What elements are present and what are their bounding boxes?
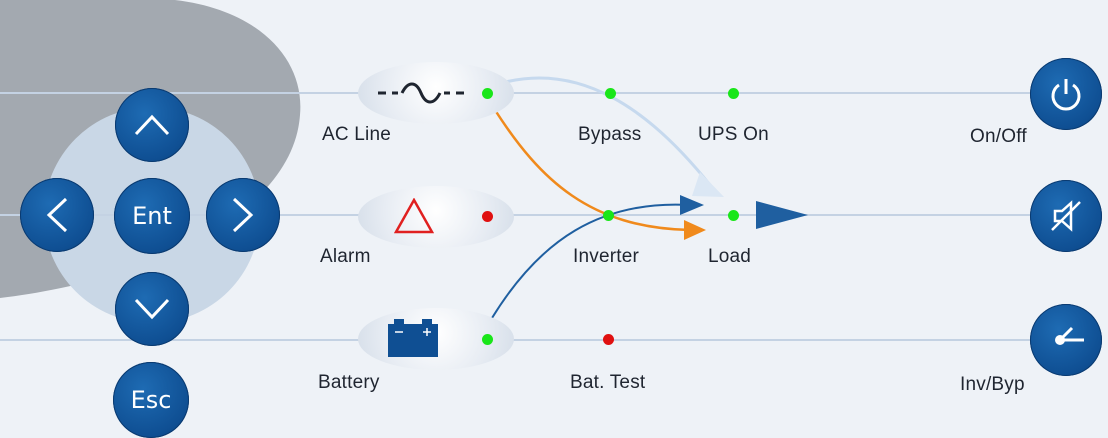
mute-button[interactable]: [1030, 180, 1102, 252]
battery-led: [482, 334, 493, 345]
escape-button-label: Esc: [130, 386, 172, 414]
bypass-led: [605, 88, 616, 99]
down-button[interactable]: [115, 272, 189, 346]
load-output-arrowhead: [756, 201, 808, 229]
load-label: Load: [708, 246, 752, 267]
ups-on-led: [728, 88, 739, 99]
enter-button[interactable]: Ent: [114, 178, 190, 254]
bypass-flow-arrowhead: [692, 172, 724, 197]
up-button[interactable]: [115, 88, 189, 162]
inv-byp-button[interactable]: [1030, 304, 1102, 376]
bat-test-label: Bat. Test: [570, 372, 646, 393]
on-off-button[interactable]: [1030, 58, 1102, 130]
enter-button-label: Ent: [132, 202, 172, 230]
ac-line-label: AC Line: [322, 124, 391, 145]
ac-sine-icon: [378, 82, 464, 104]
battery-flow-curve: [491, 203, 691, 319]
battery-icon: [388, 319, 438, 357]
inverter-label: Inverter: [573, 246, 640, 267]
escape-button[interactable]: Esc: [113, 362, 189, 438]
ups-on-label: UPS On: [698, 124, 769, 145]
on-off-label: On/Off: [970, 126, 1027, 147]
alarm-label: Alarm: [320, 246, 371, 267]
battery-flow-arrowhead: [680, 195, 704, 215]
alarm-led: [482, 211, 493, 222]
power-icon: [1051, 79, 1081, 111]
mains-flow-curve: [493, 109, 691, 232]
left-button[interactable]: [20, 178, 94, 252]
chevron-up-icon: [134, 114, 170, 136]
battery-label: Battery: [318, 372, 380, 393]
inverter-led: [603, 210, 614, 221]
load-led: [728, 210, 739, 221]
ac-line-indicator: [358, 62, 514, 124]
bypass-label: Bypass: [578, 124, 642, 145]
speaker-mute-icon: [1051, 200, 1081, 232]
bat-test-led: [603, 334, 614, 345]
ac-line-led: [482, 88, 493, 99]
inv-byp-label: Inv/Byp: [960, 374, 1025, 395]
chevron-left-icon: [46, 197, 68, 233]
right-button[interactable]: [206, 178, 280, 252]
chevron-right-icon: [232, 197, 254, 233]
transfer-switch-icon: [1055, 326, 1084, 345]
warning-triangle-icon: [394, 198, 434, 234]
alarm-indicator: [358, 186, 514, 248]
battery-indicator: [358, 308, 514, 370]
chevron-down-icon: [134, 298, 170, 320]
mains-flow-arrowhead: [684, 220, 706, 240]
